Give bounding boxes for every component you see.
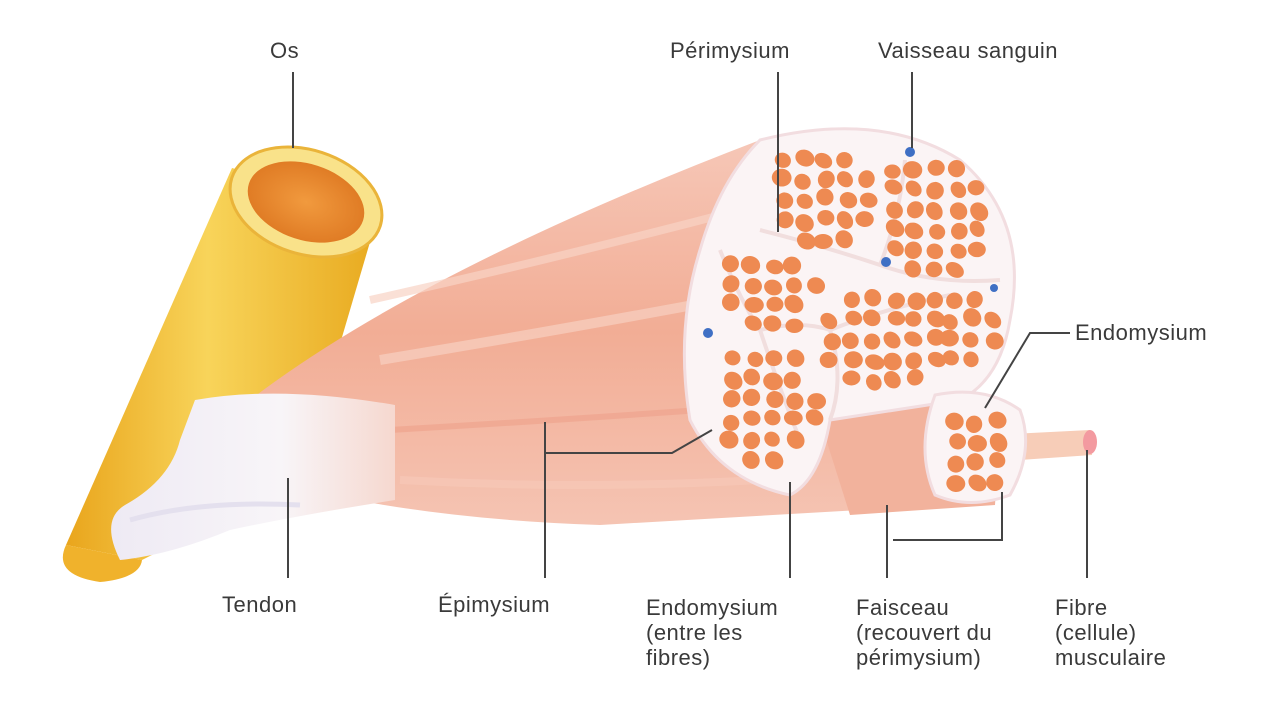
fibre-cell	[785, 319, 803, 333]
fibre-cell	[842, 371, 860, 386]
vessel-4	[703, 328, 713, 338]
label-fibre: Fibre (cellule) musculaire	[1055, 595, 1166, 670]
label-tendon: Tendon	[222, 592, 297, 617]
label-perimysium: Périmysium	[670, 38, 790, 63]
fibre-cell	[940, 330, 959, 347]
vessel-2	[881, 257, 891, 267]
label-os: Os	[270, 38, 299, 63]
label-endomysium-right: Endomysium	[1075, 320, 1207, 345]
vessel-3	[990, 284, 998, 292]
label-epimysium: Épimysium	[438, 592, 550, 617]
label-faisceau: Faisceau (recouvert du périmysium)	[856, 595, 992, 670]
label-endomysium-bottom: Endomysium (entre les fibres)	[646, 595, 778, 670]
label-vaisseau-sanguin: Vaisseau sanguin	[878, 38, 1058, 63]
vessel-1	[905, 147, 915, 157]
